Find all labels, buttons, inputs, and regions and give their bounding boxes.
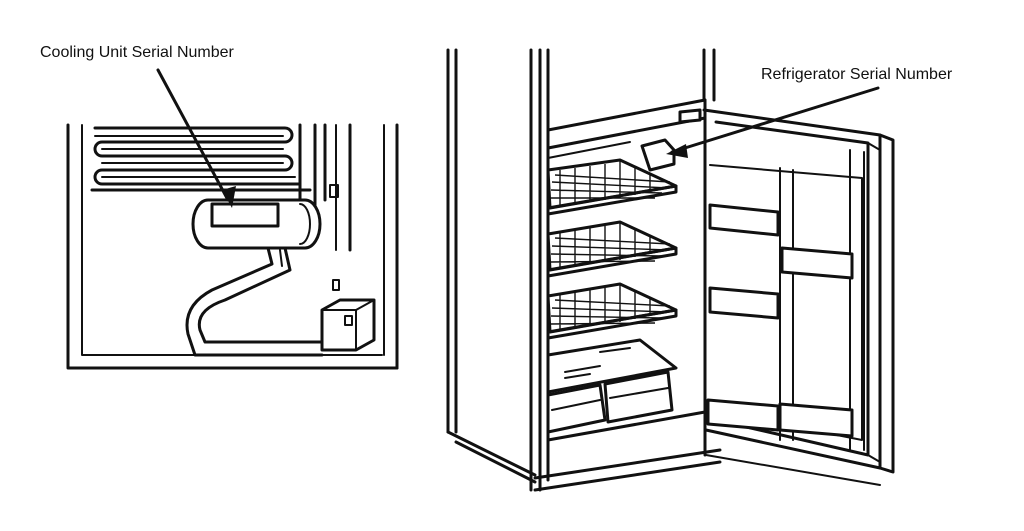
condenser-coils: [90, 123, 352, 252]
refrigerator-door: [702, 108, 895, 486]
cooling-unit-illustration: [66, 68, 399, 370]
refrigerator-serial-tag: [640, 138, 676, 172]
cooling-unit-serial-label: Cooling Unit Serial Number: [40, 44, 234, 61]
wire-shelf-3: [546, 282, 678, 340]
cooling-unit-arrow-icon: [222, 186, 236, 208]
cooling-unit-serial-plate: [210, 202, 280, 228]
wire-shelf-1: [546, 158, 678, 216]
refrigerator-arrow-icon: [666, 144, 688, 158]
refrigerator-leader-line: [670, 86, 880, 154]
door-bin-5: [778, 402, 854, 438]
door-bin-3: [708, 286, 780, 320]
refrigerator-serial-label: Refrigerator Serial Number: [761, 66, 953, 83]
wire-shelf-2: [546, 220, 678, 278]
door-bin-4: [706, 398, 780, 432]
freezer-compartment: [546, 98, 707, 457]
refrigerator-illustration: [446, 48, 895, 492]
crisper-drawers: [546, 338, 707, 442]
boiler-tank: [191, 198, 322, 250]
junction-box: [320, 279, 376, 352]
door-bin-2: [780, 246, 854, 280]
door-hinge: [678, 108, 702, 124]
door-bin-1: [708, 203, 780, 237]
cabinet-side: [446, 48, 722, 492]
cooling-unit-leader-line: [156, 68, 230, 202]
absorber-pipe: [185, 246, 324, 357]
